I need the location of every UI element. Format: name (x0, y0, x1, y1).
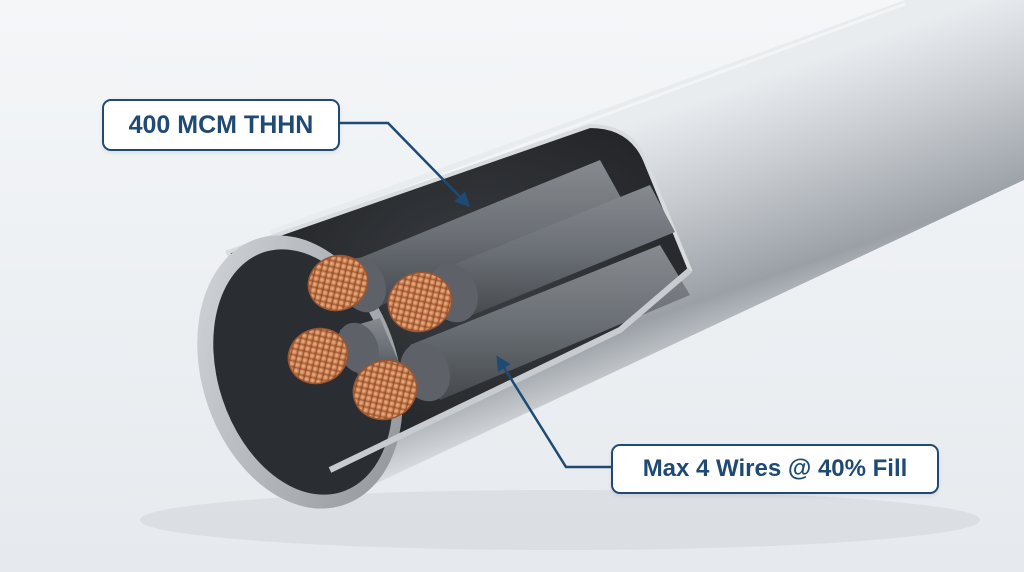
wires (287, 160, 690, 421)
wire-1 (307, 160, 625, 313)
fill-rule-label: Max 4 Wires @ 40% Fill (611, 444, 939, 494)
wire-3 (287, 318, 400, 385)
wire-size-label: 400 MCM THHN (102, 99, 340, 151)
copper-core-2 (387, 271, 453, 333)
leader-line-top (336, 121, 471, 208)
cutaway-lower-edge (328, 267, 692, 473)
leader-line-bottom (496, 355, 611, 469)
shadow (140, 490, 980, 550)
wire-4 (352, 245, 690, 421)
wire-2 (387, 185, 675, 333)
copper-core-3 (287, 327, 349, 385)
copper-core-1 (307, 254, 369, 312)
copper-core-4 (352, 359, 418, 421)
